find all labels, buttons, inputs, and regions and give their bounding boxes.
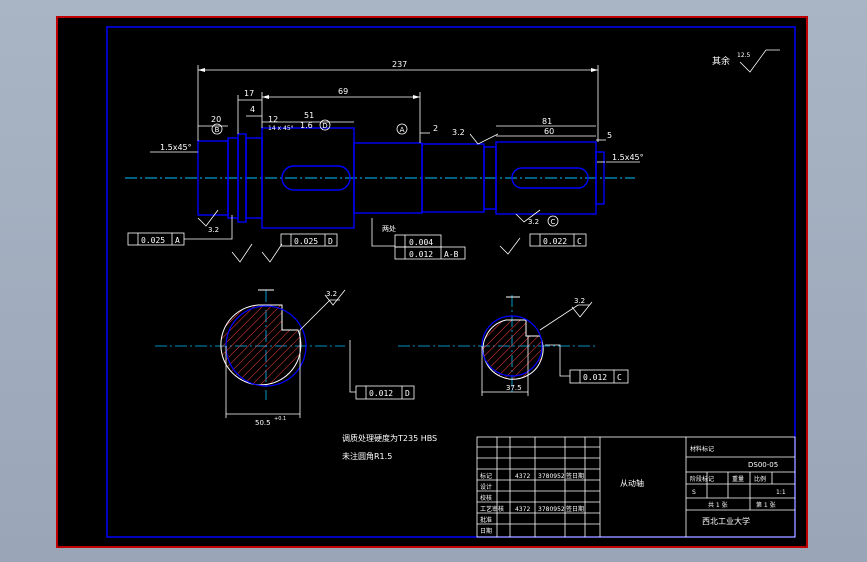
- tol5-value: 0.022: [543, 237, 567, 246]
- stage-value: S: [692, 489, 696, 496]
- part-name: 从动轴: [620, 478, 644, 488]
- tol3-value: 0.004: [409, 238, 433, 247]
- chamfer-left: 1.5x45°: [160, 143, 192, 152]
- roughness-16: 1.6: [300, 121, 313, 130]
- tol4-value: 0.012: [409, 250, 433, 259]
- datum-c: C: [551, 218, 556, 226]
- tol2-value: 0.025: [294, 237, 318, 246]
- tech-req-1: 调质处理硬度为T235 HBS: [342, 433, 437, 443]
- cell-date-top: 3780952: [538, 473, 565, 480]
- stage-label: 阶段标记: [690, 475, 714, 483]
- cell-date-bottom: 3780952: [538, 506, 565, 513]
- tech-req-2: 未注圆角R1.5: [342, 451, 392, 461]
- section-dims: [225, 289, 593, 418]
- title-block-texts: 标记 设计 校核 工艺审核 批准 日期 4372 3780952 签日期 437…: [480, 445, 786, 535]
- roughness-32-top: 3.2: [452, 128, 465, 137]
- row-label-5: 日期: [480, 527, 492, 535]
- dim-69: 69: [338, 87, 348, 96]
- tol6-value: 0.012: [369, 389, 393, 398]
- row-label-3: 工艺审核: [480, 505, 504, 513]
- dim-2: 2: [433, 124, 438, 133]
- row-label-2: 校核: [480, 494, 492, 502]
- row-label-0: 标记: [480, 472, 492, 480]
- dim-81: 81: [542, 117, 552, 126]
- dimension-arrows: [198, 68, 598, 99]
- tol1-value: 0.025: [141, 236, 165, 245]
- tol4-ref: A-B: [444, 250, 459, 259]
- drawing-frame: [56, 16, 808, 548]
- dimension-lines: [150, 65, 640, 163]
- keyway-note: 14 x 45°: [268, 125, 294, 132]
- roughness-1: 3.2: [208, 226, 219, 234]
- section-left-dev: +0.1: [274, 416, 286, 422]
- roughness-2: 3.2: [528, 218, 539, 226]
- dimension-texts: 237 69 51 17 12 20 4 2 81 60 5 1.5x45° 1…: [160, 60, 644, 162]
- dim-4: 4: [250, 105, 255, 114]
- section-texts: 50.5 +0.1 37.5 3.2 3.2: [255, 290, 585, 427]
- dim-20: 20: [211, 115, 221, 124]
- section-roughness-left: 3.2: [326, 290, 337, 298]
- section-right-width: 37.5: [506, 384, 522, 392]
- drawing-number: DS00-05: [748, 461, 778, 469]
- datum-d: D: [322, 122, 327, 130]
- section-right: [398, 295, 595, 395]
- tol7-ref: C: [617, 373, 622, 382]
- weight-label: 重量: [732, 475, 744, 483]
- datum-a: A: [400, 126, 405, 134]
- dim-60: 60: [544, 127, 554, 136]
- dim-12: 12: [268, 115, 278, 124]
- datum-markers: [211, 119, 559, 227]
- row-label-4: 批准: [480, 516, 492, 524]
- datum-letters: B D A C: [215, 122, 556, 226]
- dim-overall: 237: [392, 60, 407, 69]
- roughness-values: 3.2 3.2 其余 12.5: [208, 52, 751, 234]
- datum-b: B: [215, 126, 220, 134]
- sheet-number: 第 1 张: [756, 501, 776, 509]
- ratio-label: 比例: [754, 475, 766, 483]
- tol2-ref: D: [328, 237, 333, 246]
- row-label-1: 设计: [480, 483, 492, 491]
- roughness-note: 其余: [712, 55, 730, 67]
- material-label: 材料标记: [690, 445, 714, 453]
- section-left: [155, 289, 345, 400]
- dim-51: 51: [304, 111, 314, 120]
- section-left-width: 50.5: [255, 419, 271, 427]
- shaft-outline: [197, 127, 605, 229]
- company-name: 西北工业大学: [702, 516, 750, 526]
- cell-sign-top: 签日期: [566, 472, 584, 480]
- title-block-grid: [476, 436, 796, 538]
- tolerance-texts: 0.025 A 0.025 D 0.004 0.012 A-B 0.022 C …: [141, 224, 622, 398]
- both-ends-label: 两处: [382, 224, 396, 233]
- chamfer-right: 1.5x45°: [612, 153, 644, 162]
- tol6-ref: D: [405, 389, 410, 398]
- ratio-value: 1:1: [776, 489, 786, 496]
- tol5-ref: C: [577, 237, 582, 246]
- tolerance-frames: [127, 215, 629, 400]
- dim-5: 5: [607, 131, 612, 140]
- tol1-ref: A: [175, 236, 180, 245]
- cell-4372-bottom: 4372: [515, 506, 530, 513]
- roughness-default: 12.5: [737, 52, 751, 59]
- roughness-symbols: [197, 49, 780, 263]
- dim-17: 17: [244, 89, 254, 98]
- cell-sign-bottom: 签日期: [566, 505, 584, 513]
- cell-4372-top: 4372: [515, 473, 530, 480]
- tol7-value: 0.012: [583, 373, 607, 382]
- inner-border: [106, 26, 796, 538]
- sheet-total: 共 1 张: [708, 501, 728, 509]
- section-roughness-right: 3.2: [574, 297, 585, 305]
